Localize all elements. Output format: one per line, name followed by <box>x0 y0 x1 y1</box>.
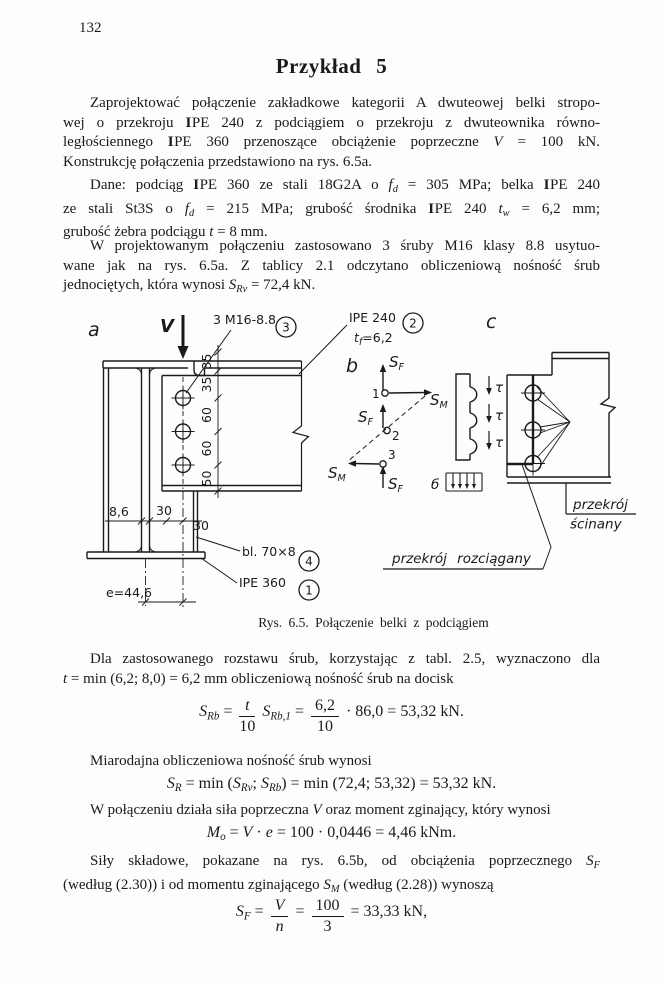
balloon-3-number: 3 <box>282 321 290 335</box>
subfigure-b-label: b <box>346 355 358 377</box>
ipe240-leader <box>298 324 348 375</box>
ipe240-label: IPE 240 <box>349 310 396 325</box>
plate-label: bl. 70×8 <box>242 544 296 559</box>
tension-section-label: przekrój rozciągany <box>391 551 532 567</box>
bolt-number-1: 1 <box>372 387 380 401</box>
tension-section-leader <box>521 464 552 548</box>
balloon-3-circle <box>275 316 297 338</box>
figure-caption: Rys. 6.5. Połączenie belki z podciągiem <box>258 615 489 630</box>
shear-section-label-line1: przekrój <box>572 497 628 513</box>
vertical-dim-chain <box>214 345 222 498</box>
tau-label-1: τ <box>495 380 504 396</box>
moment-direction-dashed <box>346 395 426 463</box>
page-number: 132 <box>79 20 102 36</box>
tau-arrowhead-1 <box>486 388 492 395</box>
balloon-2-circle <box>402 312 424 334</box>
tau-label-3: τ <box>495 435 504 451</box>
formula-mo: Mo = V · e = 100 · 0,0446 = 4,46 kNm. <box>206 824 457 844</box>
paragraph-dane: Dane: podciąg IPE 360 ze stali 18G2A o f… <box>63 177 600 241</box>
balloon-4-number: 4 <box>305 555 313 569</box>
paragraph-sruby: W projektowanym połączeniu zastosowano 3… <box>63 238 600 296</box>
ipe360-label: IPE 360 <box>239 575 286 590</box>
horizontal-dims <box>105 517 202 525</box>
sf-arrowhead-2 <box>379 404 387 412</box>
sf-arrowhead-3 <box>379 466 387 474</box>
tau-arrowhead-3 <box>486 443 492 450</box>
paragraph-sily: Siły składowe, pokazane na rys. 6.5b, od… <box>63 853 600 895</box>
dim-e-label: e=44,6 <box>106 585 152 600</box>
bolt-group-c <box>521 381 545 476</box>
bolt-group <box>171 377 195 607</box>
bolt-point-2 <box>383 426 391 435</box>
paragraph-miarodajna: Miarodajna obliczeniowa nośność śrub wyn… <box>90 753 372 769</box>
sm-arrowhead-3 <box>348 460 356 467</box>
sf-label-1: SF <box>389 353 405 373</box>
shear-section-bracket <box>565 483 636 515</box>
formula-sr: SR = min (SRv; SRb) = min (72,4; 53,32) … <box>166 775 497 795</box>
tau-arrowhead-2 <box>486 416 492 423</box>
bolt-icon <box>521 451 545 476</box>
shear-force-v-label: V <box>160 316 176 337</box>
ipe360-leader <box>200 557 238 584</box>
dim-web-thickness: 8,6 <box>109 504 129 519</box>
balloon-1-number: 1 <box>305 584 313 598</box>
dim-60b: 60 <box>199 441 214 457</box>
sm-label-3: SM <box>328 464 346 484</box>
sigma-label: б <box>431 477 439 493</box>
dim-35: 35 <box>199 377 214 393</box>
paragraph-intro: Zaprojektować połączenie zakładkowe kate… <box>63 95 600 171</box>
eccentricity-dim <box>138 559 196 606</box>
figure-part-b: b SF 1 SM SF 2 3 SM SF <box>328 353 483 495</box>
plate-outline-c <box>506 351 617 484</box>
dim-50: 50 <box>199 471 214 487</box>
figure-part-c: c <box>383 311 636 570</box>
dim-30b: 30 <box>193 518 209 533</box>
dim-60: 60 <box>199 407 214 423</box>
balloon-4-circle <box>298 550 320 572</box>
subfigure-c-label: c <box>486 311 497 333</box>
figure-part-a: a V 3 M16-8.8 3 IPE 240 tf=6,2 2 <box>86 310 424 607</box>
balloon-1-circle <box>298 579 320 601</box>
bolt-icon <box>521 418 545 442</box>
page-title: Przykład 5 <box>275 54 388 78</box>
paragraph-docisk: Dla zastosowanego rozstawu śrub, korzyst… <box>63 651 600 687</box>
notched-strip <box>455 373 478 461</box>
shear-section-label-line2: ścinany <box>570 517 623 533</box>
paragraph-moment: W połączeniu działa siła poprzeczna V or… <box>90 802 551 818</box>
bolt-number-2: 2 <box>392 429 400 443</box>
figure-rys-6-5: a V 3 M16-8.8 3 IPE 240 tf=6,2 2 <box>86 310 636 607</box>
break-symbol <box>291 361 310 491</box>
bolt-spec-label: 3 M16-8.8 <box>213 312 276 327</box>
bolt-number-3: 3 <box>388 448 396 462</box>
dim-30a: 30 <box>156 503 172 518</box>
bearing-stress-block <box>445 472 483 492</box>
tension-section-connector <box>542 546 552 570</box>
sf-label-3: SF <box>388 475 404 495</box>
flange-thickness-label: tf=6,2 <box>354 330 393 348</box>
shear-strip-detail: τ τ τ <box>455 373 504 461</box>
v-load-arrowhead <box>177 346 189 359</box>
break-symbol-c <box>599 352 617 477</box>
beam-ipe240-side <box>161 361 310 552</box>
bolt-point-1 <box>381 389 389 397</box>
plate-leader <box>195 536 241 552</box>
subfigure-a-label: a <box>88 319 100 341</box>
sm-arrow-3 <box>353 462 380 465</box>
dim-35-top: 35 <box>199 354 214 370</box>
tau-label-2: τ <box>495 408 504 424</box>
sf-label-2: SF <box>358 408 374 428</box>
sm-arrowhead-1 <box>424 389 432 396</box>
sm-label-1: SM <box>430 391 448 411</box>
bolt-fan-lines <box>536 386 571 470</box>
sf-arrowhead-1 <box>379 364 387 372</box>
sm-arrow-1 <box>388 391 427 394</box>
bolt-icon <box>521 381 545 405</box>
balloon-2-number: 2 <box>409 317 417 331</box>
